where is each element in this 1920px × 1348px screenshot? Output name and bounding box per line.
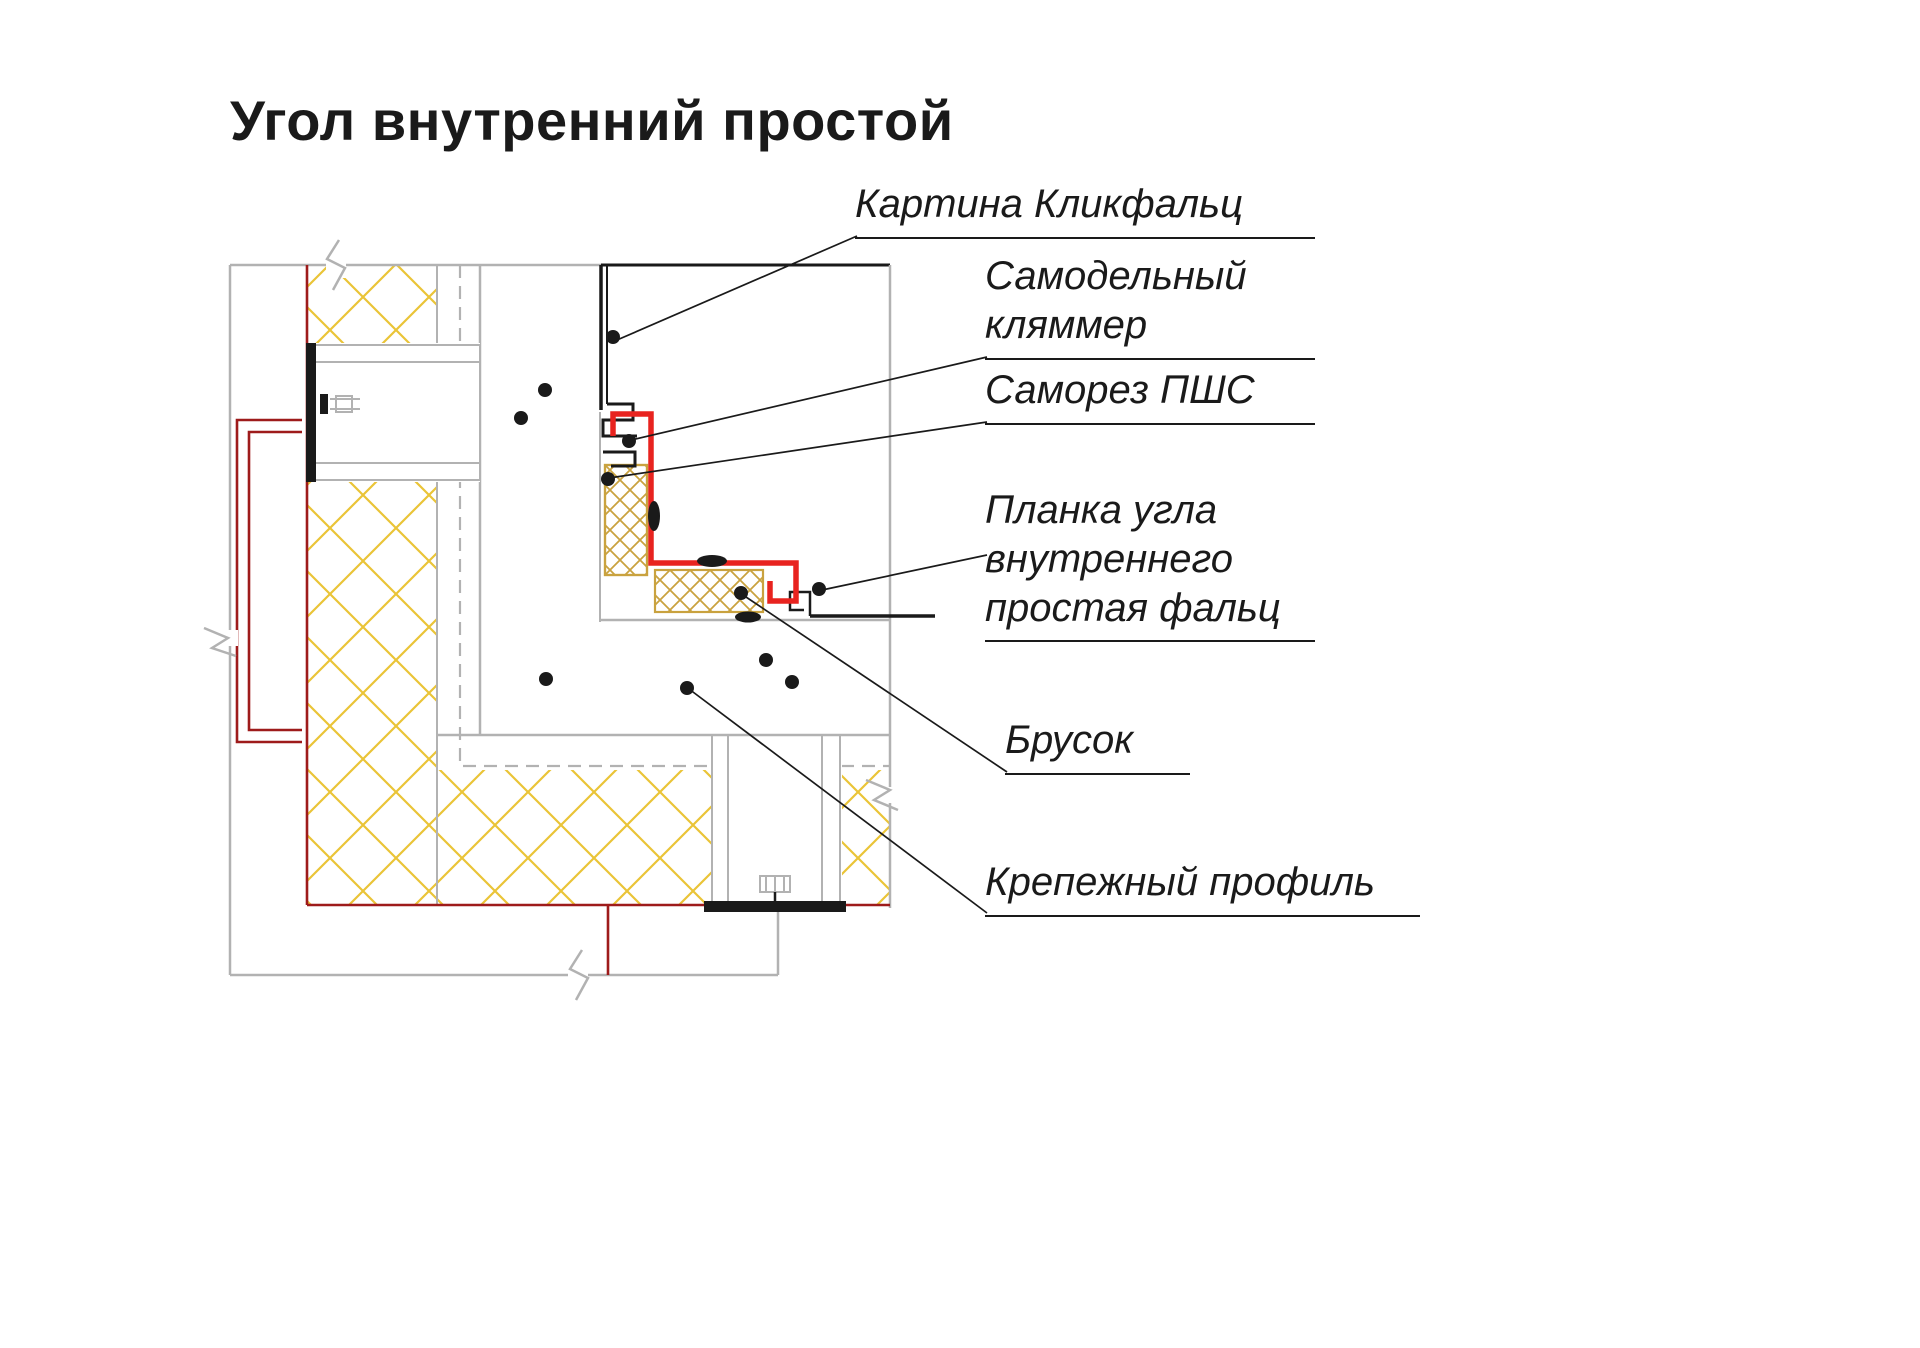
label-fastening-profile: Крепежный профиль	[985, 858, 1420, 917]
label-self-tapping-screw: Саморез ПШС	[985, 366, 1315, 425]
bottom-bracket	[704, 735, 846, 912]
label-inner-corner-strip: Планка угла внутреннего простая фальц	[985, 486, 1315, 643]
screw-icon	[320, 394, 360, 414]
label-klickfalz-panel: Картина Кликфальц	[855, 180, 1315, 239]
wood-blocks	[603, 463, 765, 614]
leader-line-profil	[688, 688, 988, 914]
leader-line-planka	[821, 554, 988, 591]
label-wood-block: Брусок	[1005, 716, 1190, 775]
leader-line-klyammer	[630, 356, 988, 441]
leader-line-brusok	[742, 594, 1008, 773]
label-homemade-clip: Самодельный кляммер	[985, 252, 1315, 360]
fastener-dots	[514, 330, 826, 695]
leader-line-samorez	[608, 421, 988, 479]
leader-line-kartina	[616, 235, 858, 341]
membrane-dashed-line	[458, 265, 890, 768]
top-bracket	[306, 343, 481, 482]
page-title: Угол внутренний простой	[230, 89, 954, 152]
leader-lines	[608, 235, 1008, 914]
screw-icon	[759, 875, 791, 901]
klickfalz-panel	[599, 265, 935, 618]
break-symbols	[203, 239, 899, 1001]
